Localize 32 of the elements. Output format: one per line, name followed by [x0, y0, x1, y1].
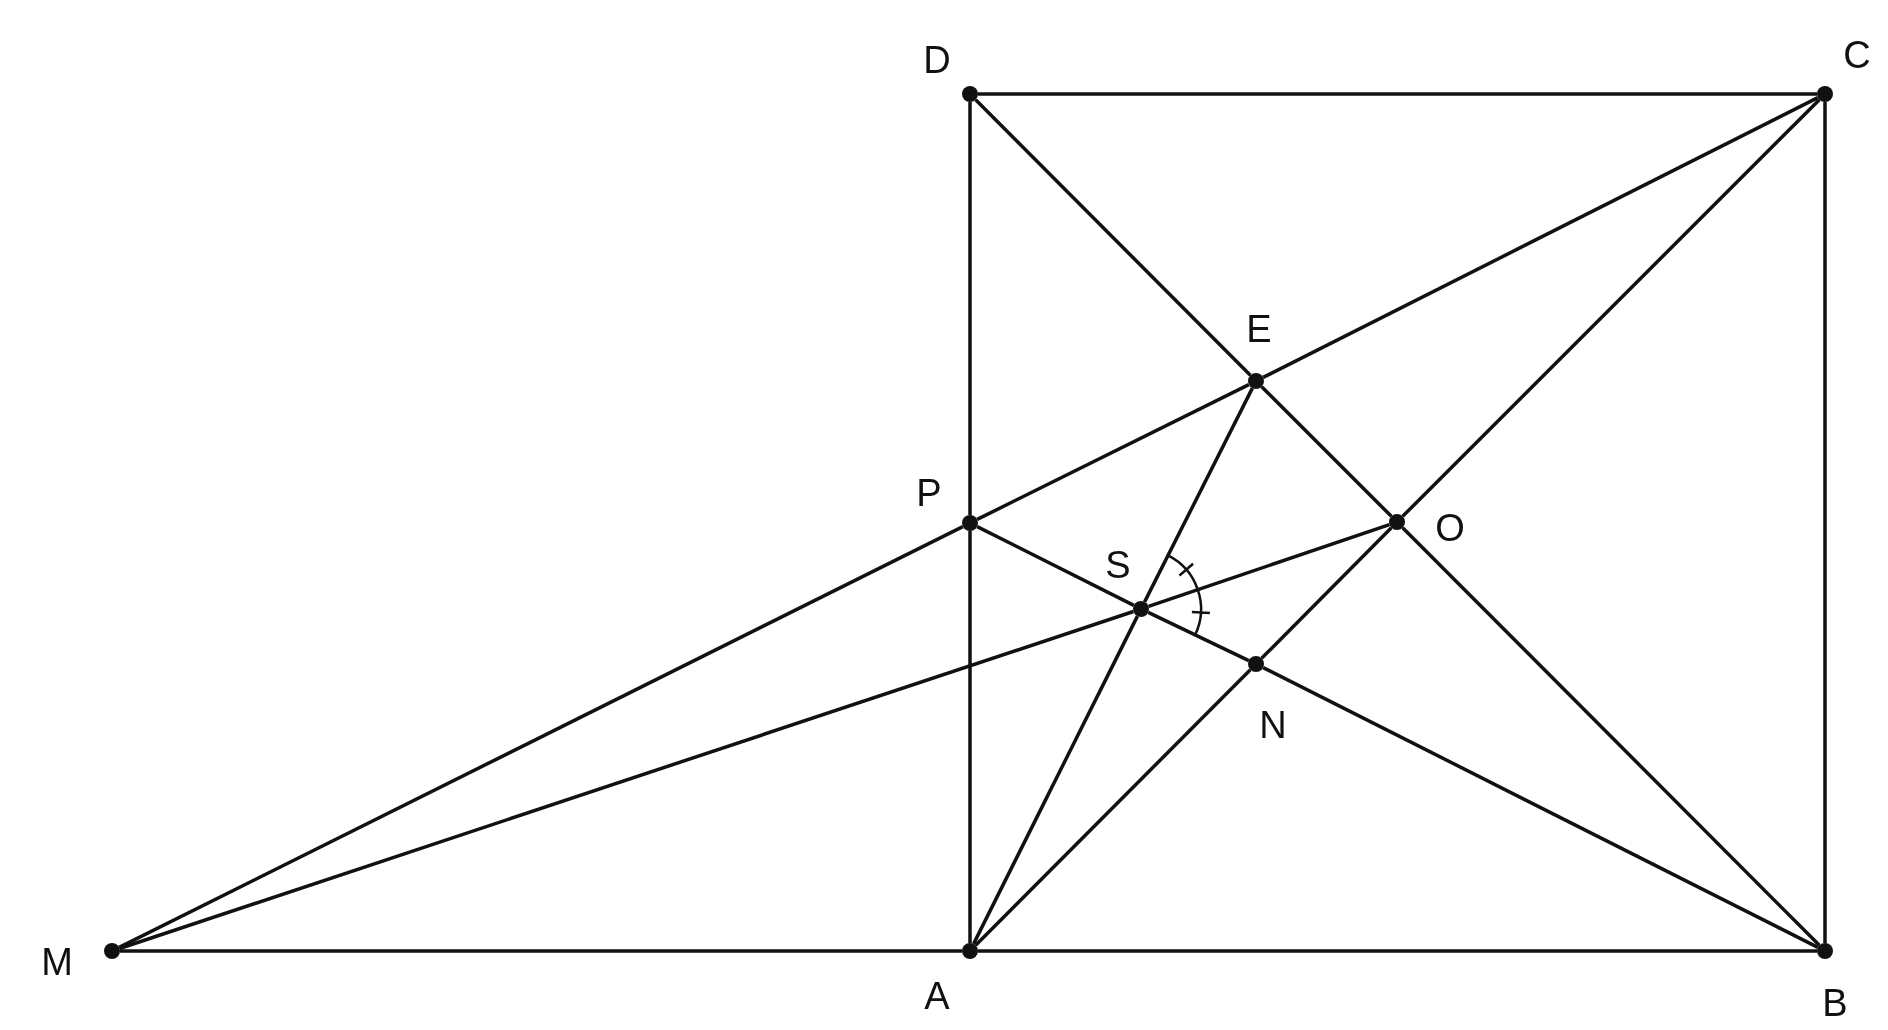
point-label: O — [1435, 508, 1465, 548]
line-segment — [976, 383, 1250, 521]
point-label: C — [1843, 35, 1871, 75]
point-label: N — [1259, 705, 1287, 745]
line-segment — [1143, 387, 1254, 603]
line-segment — [1401, 526, 1821, 947]
line-segment — [968, 531, 972, 943]
point-label: M — [41, 942, 73, 982]
line-segment — [1147, 610, 1250, 663]
line-segment — [1148, 522, 1390, 609]
line-segment — [118, 525, 964, 949]
line-segment — [978, 949, 1817, 953]
point-label: A — [924, 976, 950, 1016]
line-segment — [119, 609, 1134, 951]
point-label: P — [916, 473, 942, 513]
line-segment — [1262, 666, 1819, 949]
line-segment — [1260, 385, 1393, 518]
line-segment — [974, 98, 1252, 377]
point-label: D — [923, 40, 951, 80]
line-segment — [968, 102, 972, 515]
line-segment — [978, 92, 1817, 96]
point-label: E — [1246, 309, 1272, 349]
line-segment — [1823, 102, 1827, 943]
line-segment — [1262, 96, 1819, 379]
line-segment — [1401, 98, 1821, 518]
line-segment — [1260, 526, 1393, 660]
point-label: S — [1105, 545, 1131, 585]
point-label: B — [1822, 983, 1848, 1023]
line-segment — [976, 525, 1135, 607]
line-segment — [974, 668, 1252, 947]
line-segment — [972, 615, 1139, 945]
line-segment — [120, 949, 962, 953]
